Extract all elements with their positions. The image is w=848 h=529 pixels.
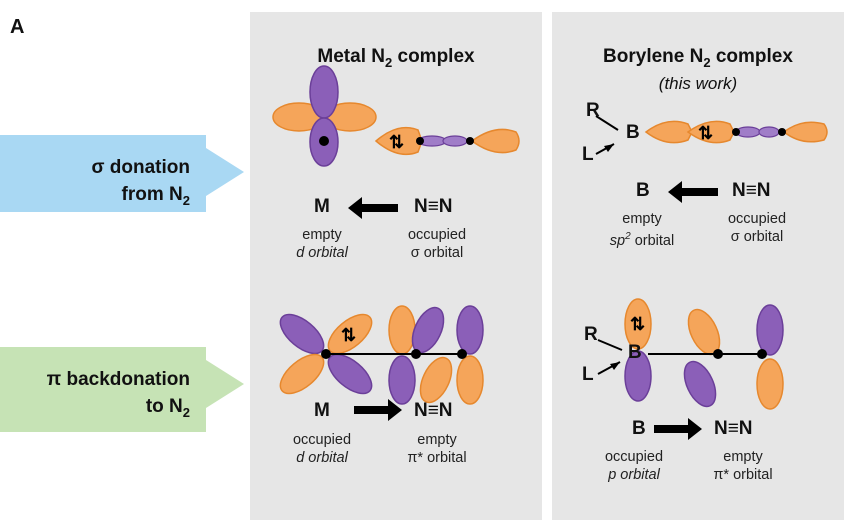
- svg-text:⇅: ⇅: [698, 123, 713, 143]
- borylene-sigma-acceptor-symbol: B: [636, 180, 650, 201]
- borylene-orbital-diagram: ⇅ ⇅: [595, 115, 828, 440]
- borylene-l-label: L: [582, 144, 594, 165]
- borylene-sigma-donor-symbol: N≡N: [732, 180, 771, 201]
- metal-pi-acceptor-caption: empty π* orbital: [407, 432, 467, 466]
- metal-acceptor-caption: empty d orbital: [296, 227, 348, 261]
- borylene-b-label-pi: B: [628, 342, 642, 363]
- metal-sigma-arrow: [348, 197, 398, 219]
- borylene-b-label-sigma: B: [626, 122, 640, 143]
- borylene-sigma-donor-caption: occupied σ orbital: [727, 211, 787, 245]
- sigma-donation-label: σ donation from N2: [91, 157, 190, 208]
- pi-backdonation-arrow: [0, 347, 244, 432]
- borylene-sigma-acceptor-caption: empty sp2 orbital: [609, 211, 675, 249]
- metal-pi-acceptor-symbol: N≡N: [414, 400, 453, 421]
- borylene-pi-orbitals: ⇅: [597, 298, 784, 410]
- svg-text:⇅: ⇅: [389, 132, 404, 152]
- panel-label: A: [10, 16, 25, 38]
- borylene-sigma-arrow: [668, 181, 718, 203]
- borylene-pi-donor-symbol: B: [632, 418, 646, 439]
- svg-text:⇅: ⇅: [341, 325, 356, 345]
- metal-panel-title: Metal N2 complex: [317, 46, 475, 70]
- metal-acceptor-symbol: M: [314, 196, 330, 217]
- metal-orbital-diagram: ⇅ ⇅: [272, 65, 520, 421]
- n2-pi-star-orbital: [321, 305, 484, 405]
- metal-pi-donor-caption: occupied d orbital: [292, 432, 352, 466]
- svg-text:⇅: ⇅: [630, 314, 645, 334]
- borylene-n2-panel: Borylene N2 complex (this work) ⇅ ⇅: [552, 12, 844, 520]
- borylene-pi-acceptor-symbol: N≡N: [714, 418, 753, 439]
- metal-pi-arrow: [354, 399, 402, 421]
- borylene-r-label-pi: R: [584, 324, 598, 345]
- borylene-pi-acceptor-caption: empty π* orbital: [713, 449, 773, 483]
- metal-d-orbital-pi: ⇅: [279, 313, 373, 395]
- borylene-r-label: R: [586, 100, 600, 121]
- borylene-pi-donor-caption: occupied p orbital: [604, 449, 664, 483]
- sigma-donation-arrow: [0, 135, 244, 212]
- borylene-l-label-pi: L: [582, 364, 594, 385]
- metal-pi-donor-symbol: M: [314, 400, 330, 421]
- borylene-sigma-orbitals: ⇅: [595, 115, 828, 155]
- metal-d-orbital-sigma: [272, 65, 377, 167]
- metal-n2-donor-symbol: N≡N: [414, 196, 453, 217]
- n2-sigma-orbital: ⇅: [319, 126, 520, 156]
- metal-donor-caption: occupied σ orbital: [407, 227, 467, 261]
- borylene-pi-arrow: [654, 418, 702, 440]
- borylene-panel-subtitle: (this work): [658, 74, 738, 93]
- borylene-panel-title: Borylene N2 complex: [603, 46, 793, 70]
- metal-n2-panel: Metal N2 complex ⇅: [250, 12, 542, 520]
- pi-backdonation-label: π backdonation to N2: [46, 369, 190, 420]
